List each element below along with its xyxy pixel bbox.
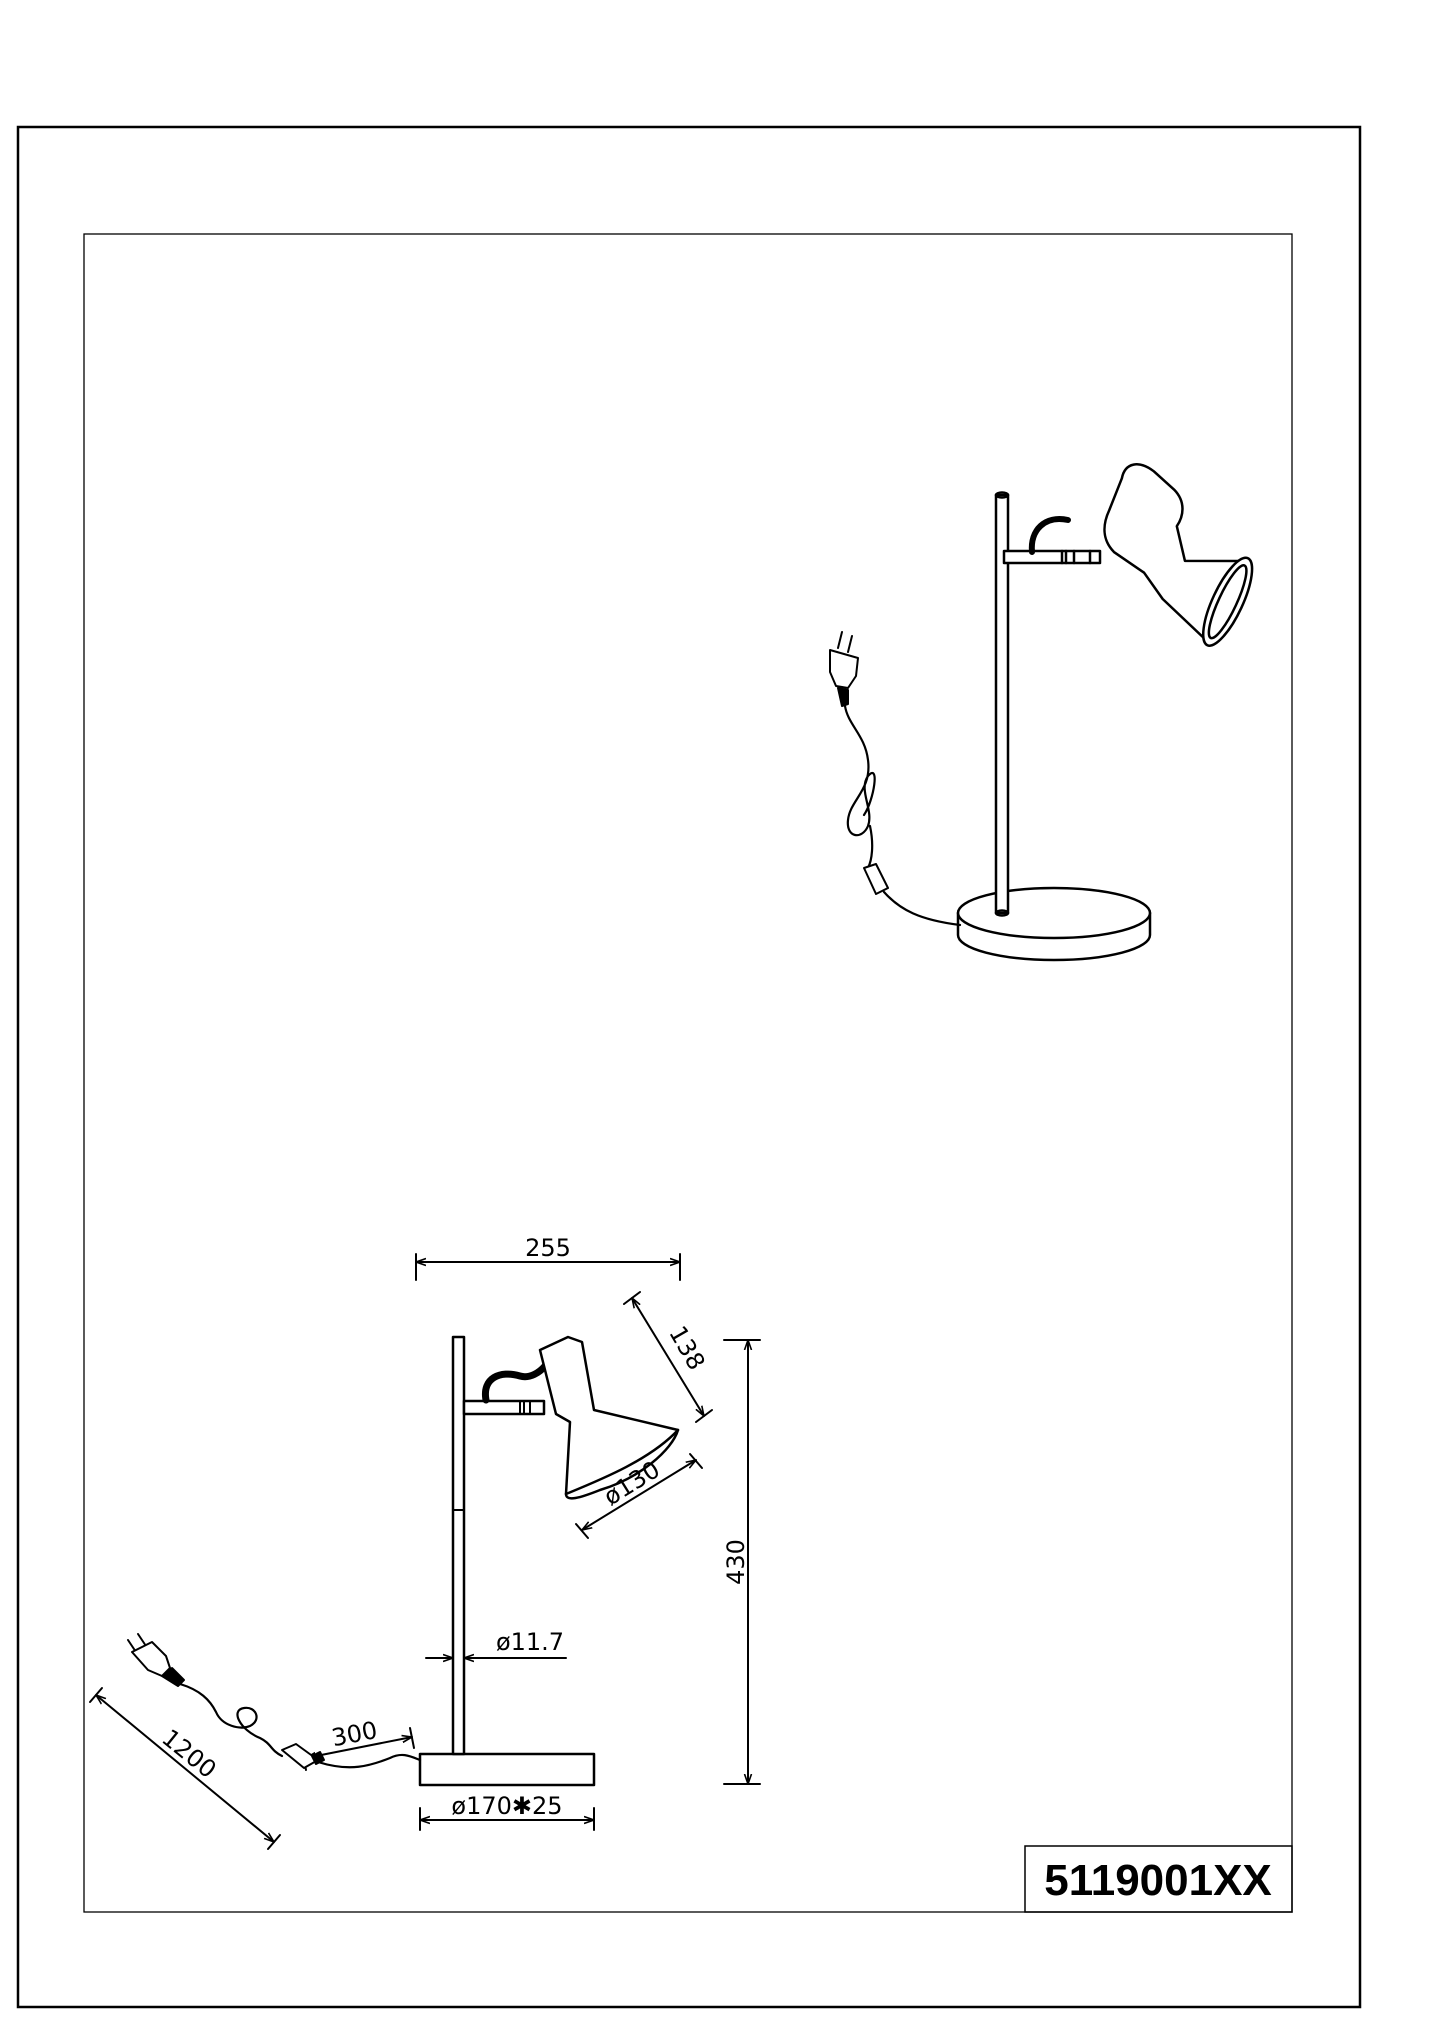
lamp-shade: [1103, 463, 1254, 647]
lamp-base-disc: [956, 886, 1152, 962]
label-rod-diameter: ø11.7: [496, 1628, 564, 1656]
base-block: [418, 1752, 596, 1787]
perspective-lamp-view: [829, 463, 1254, 962]
dim-shade-diameter: [575, 1453, 703, 1539]
perspective-cable: [843, 704, 876, 870]
perspective-plug: [829, 631, 859, 707]
dim-shade-height: [623, 1291, 713, 1423]
rod: [451, 1335, 466, 1756]
perspective-switch: [863, 863, 889, 895]
arm: [462, 1399, 546, 1416]
dim-total-height: [723, 1339, 761, 1785]
outer-frame: [16, 125, 1362, 2009]
label-cable-to-switch: 300: [329, 1716, 379, 1752]
product-code: 5119001XX: [1044, 1856, 1272, 1905]
inner-frame: [83, 233, 1293, 1913]
label-total-height: 430: [722, 1539, 750, 1585]
switch: [281, 1743, 325, 1769]
lamp-rod: [994, 491, 1010, 917]
dim-cable-length: [89, 1687, 281, 1850]
inner-cable: [481, 1362, 549, 1404]
label-width: 255: [525, 1234, 571, 1262]
lamp-arm: [1002, 549, 1102, 565]
dimensioned-lamp-view: [89, 1253, 761, 1850]
plug: [127, 1633, 185, 1687]
lamp-inner-cable: [1028, 516, 1071, 555]
cable: [178, 1682, 284, 1758]
dim-base: [419, 1807, 595, 1831]
dim-width: [415, 1253, 681, 1281]
label-base: ø170✱25: [451, 1792, 562, 1820]
title-block: 5119001XX: [1024, 1845, 1293, 1913]
label-shade-height: 138: [663, 1321, 710, 1375]
